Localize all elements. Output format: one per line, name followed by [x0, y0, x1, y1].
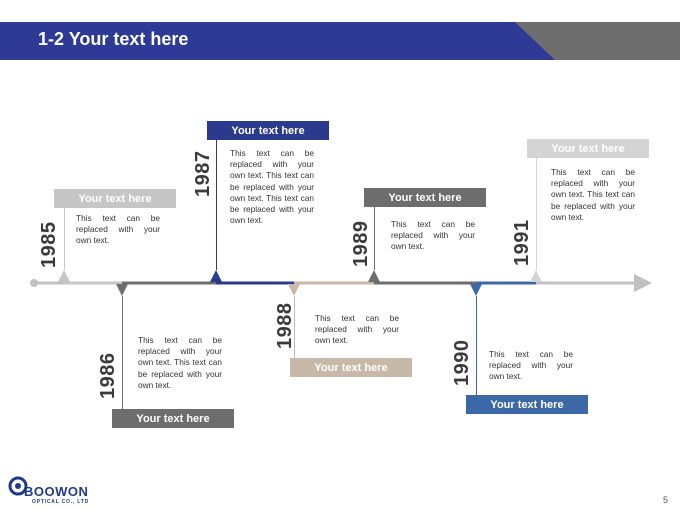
marker-1985: [58, 270, 70, 282]
label-1990: Your text here: [466, 395, 588, 414]
label-1989: Your text here: [364, 188, 486, 207]
logo-icon: [8, 476, 28, 496]
page-title: 1-2 Your text here: [38, 29, 189, 49]
text-1988: This text can be replaced with your own …: [315, 313, 399, 346]
text-1990: This text can be replaced with your own …: [489, 349, 573, 382]
label-1988: Your text here: [290, 358, 412, 377]
text-1986: This text can be replaced with your own …: [138, 335, 222, 390]
marker-1990: [470, 284, 482, 296]
year-1985: 1985: [38, 221, 60, 269]
logo-name: BOOWON: [24, 484, 89, 499]
text-1985: This text can be replaced with your own …: [76, 213, 160, 246]
logo-subtitle: OPTICAL CO., LTD: [32, 499, 90, 505]
label-1985: Your text here: [54, 189, 176, 208]
year-1986: 1986: [97, 352, 119, 400]
text-1989: This text can be replaced with your own …: [391, 219, 475, 252]
year-1990: 1990: [451, 339, 473, 387]
marker-1987: [210, 270, 222, 282]
marker-1991: [530, 270, 542, 282]
text-1991: This text can be replaced with your own …: [551, 167, 635, 222]
label-1986: Your text here: [112, 409, 234, 428]
header-bar: [0, 22, 680, 60]
label-1987: Your text here: [207, 121, 329, 140]
marker-1988: [288, 284, 300, 296]
label-1991: Your text here: [527, 139, 649, 158]
company-logo: BOOWON OPTICAL CO., LTD: [8, 476, 108, 506]
text-1987: This text can be replaced with your own …: [230, 148, 314, 226]
marker-1989: [368, 270, 380, 282]
year-1988: 1988: [274, 302, 296, 350]
year-1989: 1989: [350, 220, 372, 268]
marker-1986: [116, 284, 128, 296]
page-number: 5: [663, 495, 669, 505]
year-1987: 1987: [192, 150, 214, 198]
year-1991: 1991: [511, 219, 533, 267]
